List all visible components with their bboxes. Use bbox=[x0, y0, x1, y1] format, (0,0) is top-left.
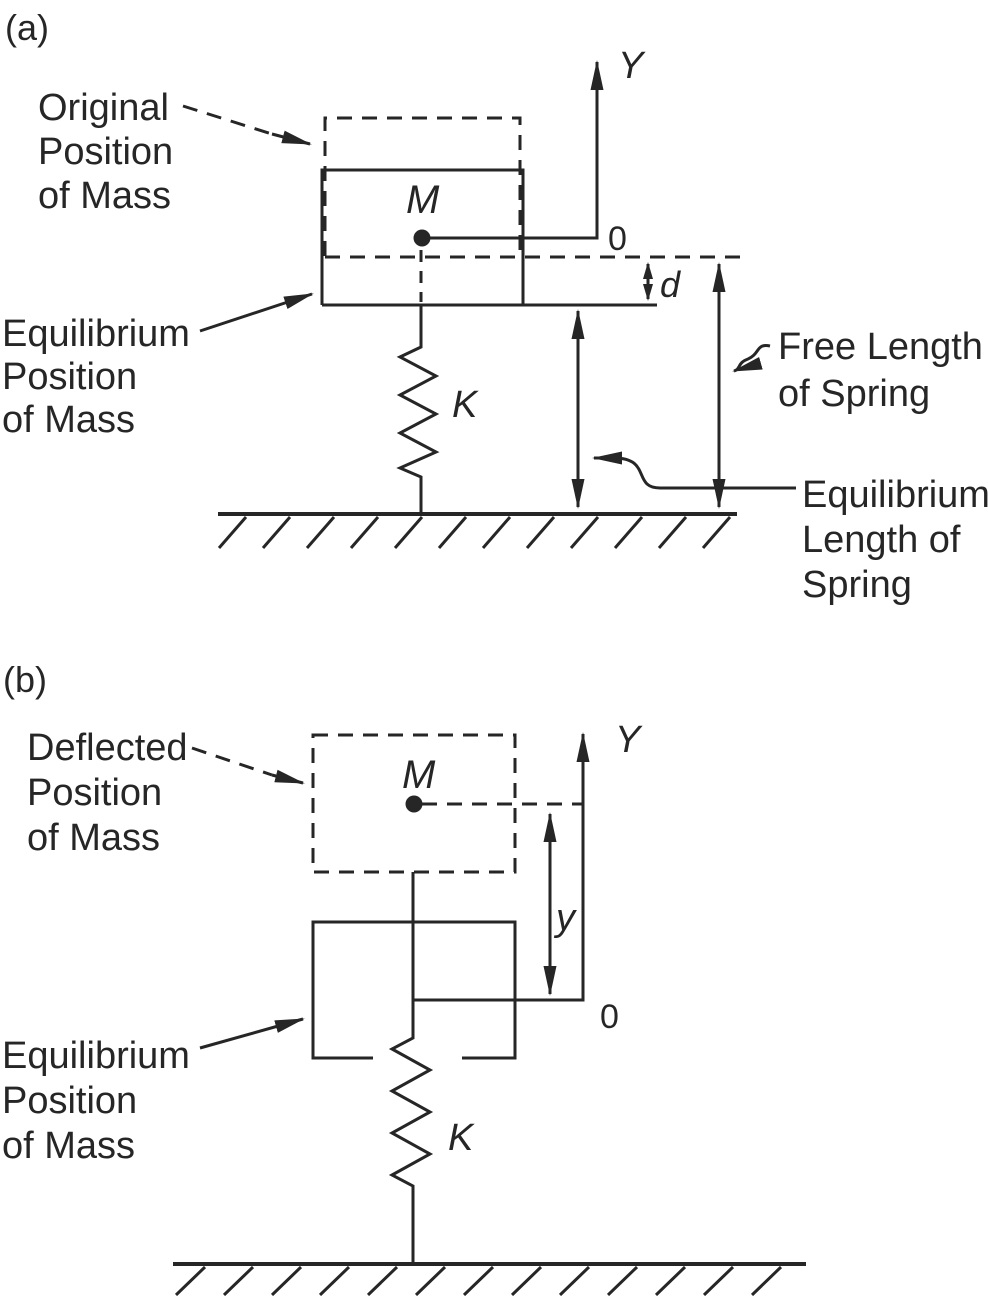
deflected-position-leader-line bbox=[191, 746, 273, 777]
deflected-position-line1: Deflected bbox=[27, 727, 188, 769]
panel-a-tag: (a) bbox=[5, 7, 49, 48]
original-position-leader-line bbox=[182, 104, 273, 136]
panel-a: (a) Original Position of Mass Equilibriu… bbox=[2, 7, 988, 606]
spring-label-b: K bbox=[448, 1117, 475, 1159]
mass-label-a: M bbox=[406, 178, 440, 222]
equilibrium-length-line2: Length of bbox=[802, 519, 961, 561]
mass-label-b: M bbox=[402, 753, 436, 797]
free-length-leader-arrow bbox=[732, 344, 771, 373]
equilibrium-length-label: Equilibrium Length of Spring bbox=[802, 474, 988, 606]
free-length-label: Free Length of Spring bbox=[778, 326, 983, 415]
y-axis-label-b: Y bbox=[615, 719, 643, 761]
deflected-position-label: Deflected Position of Mass bbox=[27, 727, 188, 859]
deflected-position-line3: of Mass bbox=[27, 817, 160, 859]
panel-b-tag: (b) bbox=[3, 659, 47, 700]
origin-label-a: 0 bbox=[608, 220, 627, 258]
ground-hatching-b bbox=[174, 1265, 783, 1296]
equilibrium-length-leader-arrow bbox=[592, 451, 796, 490]
equilibrium-position-a-leader-arrow bbox=[199, 292, 314, 333]
mass-center-dot-b bbox=[405, 795, 423, 813]
equilibrium-position-a-label: Equilibrium Position of Mass bbox=[2, 313, 190, 441]
spring-b bbox=[388, 872, 434, 1263]
origin-label-b: 0 bbox=[600, 998, 619, 1036]
equilibrium-position-b-line1: Equilibrium bbox=[2, 1035, 190, 1077]
equilibrium-position-a-line3: of Mass bbox=[2, 399, 135, 441]
deflected-position-leader-arrow bbox=[271, 769, 305, 785]
equilibrium-position-b-leader-arrow bbox=[199, 1017, 305, 1050]
y-axis-label-a: Y bbox=[618, 45, 646, 87]
original-position-leader-arrow bbox=[271, 130, 312, 146]
equilibrium-mass-box-b bbox=[311, 920, 517, 1060]
equilibrium-position-a-line2: Position bbox=[2, 356, 137, 398]
original-mass-box-dashed bbox=[323, 116, 522, 256]
original-position-line1: Original bbox=[38, 87, 169, 129]
y-axis-b bbox=[413, 732, 590, 1002]
static-deflection-label: d bbox=[660, 264, 681, 305]
equilibrium-position-a-line1: Equilibrium bbox=[2, 313, 190, 355]
spring-label-a: K bbox=[452, 384, 479, 426]
equilibrium-length-line1: Equilibrium bbox=[802, 474, 988, 516]
original-position-label: Original Position of Mass bbox=[38, 87, 173, 217]
original-position-line3: of Mass bbox=[38, 175, 171, 217]
free-length-line2: of Spring bbox=[778, 373, 930, 415]
ground-hatching-a bbox=[217, 516, 732, 549]
deflected-position-line2: Position bbox=[27, 772, 162, 814]
y-axis-a bbox=[422, 60, 604, 240]
free-length-line1: Free Length bbox=[778, 326, 983, 368]
equilibrium-position-b-line3: of Mass bbox=[2, 1125, 135, 1167]
equilibrium-position-b-line2: Position bbox=[2, 1080, 137, 1122]
displacement-label: y bbox=[553, 897, 577, 939]
panel-b: (b) Deflected Position of Mass Equilibri… bbox=[2, 659, 806, 1296]
equilibrium-length-line3: Spring bbox=[802, 564, 912, 606]
original-position-line2: Position bbox=[38, 131, 173, 173]
spring-a bbox=[396, 305, 440, 513]
equilibrium-position-b-label: Equilibrium Position of Mass bbox=[2, 1035, 190, 1167]
